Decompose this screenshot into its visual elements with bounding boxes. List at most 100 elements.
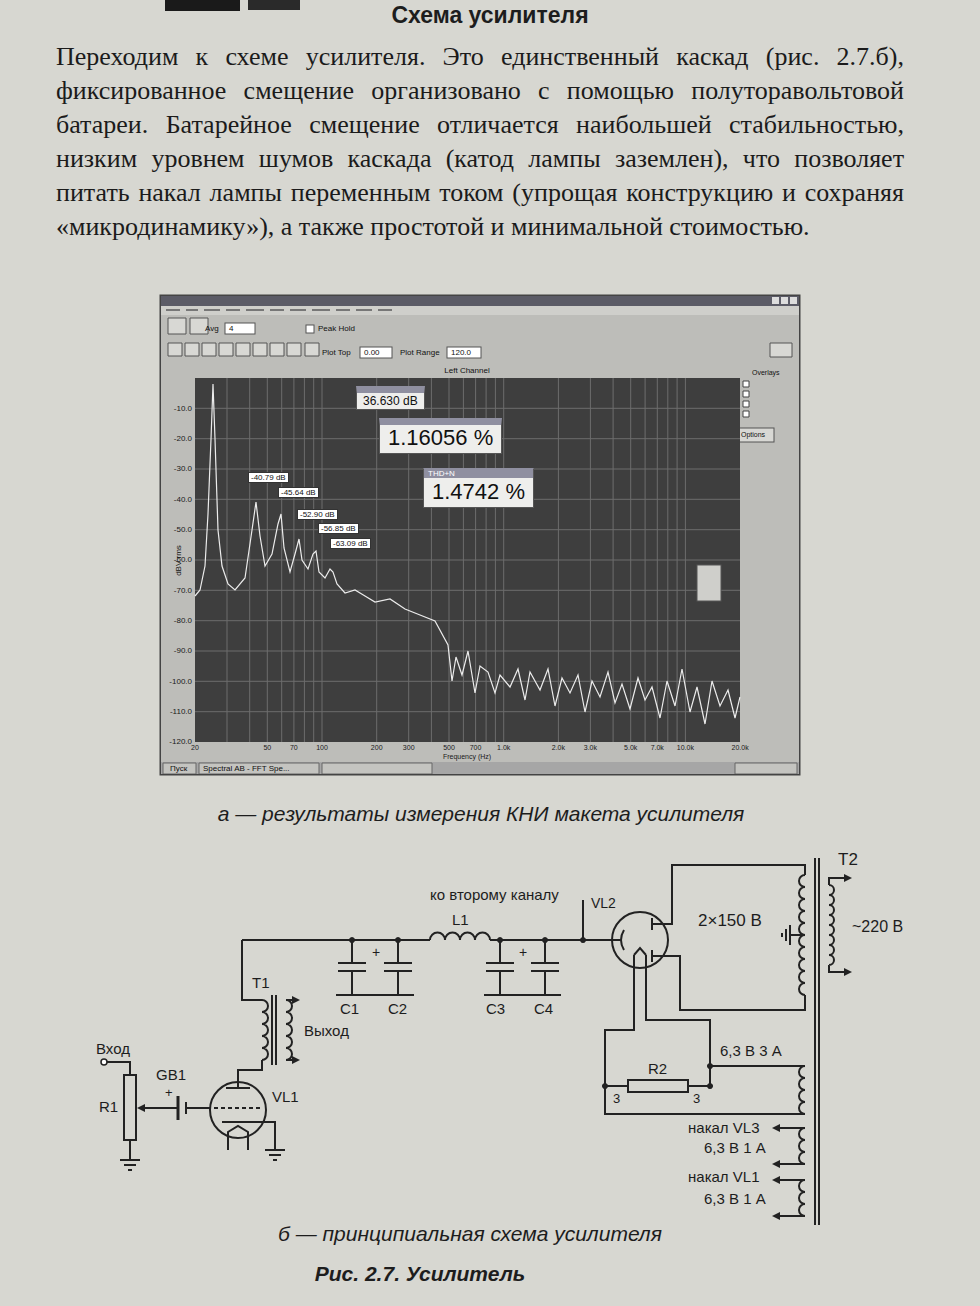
window-buttons [772, 297, 797, 304]
analyzer-text: 20 [191, 744, 199, 751]
analyzer-text: Left Channel [444, 366, 489, 375]
analyzer-text: -40.79 dB [248, 472, 289, 483]
schematic-label: R2 [648, 1060, 667, 1077]
schematic-label: VL2 [591, 895, 616, 911]
toolbar-icons [168, 318, 792, 357]
tube-grid [214, 1107, 262, 1109]
analyzer-text: -45.64 dB [278, 487, 319, 498]
schematic-label: GB1 [156, 1066, 186, 1083]
figure-caption: Рис. 2.7. Усилитель [315, 1262, 525, 1286]
menu-items [166, 309, 392, 311]
analyzer-text: -110.0 [170, 707, 192, 716]
wire [242, 900, 612, 1000]
taskbar [160, 762, 800, 775]
schematic-label: R1 [99, 1098, 118, 1115]
schematic-marks [101, 874, 852, 1220]
schematic-label: C3 [486, 1000, 505, 1017]
analyzer-text: -40.0 [174, 495, 192, 504]
junction-dot [349, 937, 713, 1089]
schematic-label: T1 [252, 974, 270, 991]
taskbar-buttons [163, 763, 797, 774]
dark-blot [248, 0, 300, 10]
analyzer-text: -20.0 [174, 434, 192, 443]
readout-value: 1.16056 % [388, 425, 493, 451]
analyzer-text: 50 [263, 744, 271, 751]
analyzer-text: -56.85 dB [318, 523, 359, 534]
schematic-label: T2 [838, 850, 858, 870]
readout-title: THD+N [424, 469, 533, 478]
analyzer-text: -63.09 dB [330, 538, 371, 549]
analyzer-text: -52.90 dB [297, 509, 338, 520]
analyzer-text: 7.0k [651, 744, 664, 751]
schematic-label: VL1 [272, 1088, 299, 1105]
readout-box: THD+N1.4742 % [423, 468, 534, 508]
readout-box: 1.16056 % [379, 418, 502, 454]
capacitor-symbol [336, 940, 561, 995]
readout-value: 36.630 dB [363, 394, 418, 408]
schematic-label: Выход [304, 1022, 349, 1039]
schematic-label: 3 [613, 1091, 620, 1106]
analyzer-text: 70 [290, 744, 298, 751]
analyzer-text: 0.00 [364, 348, 380, 357]
figure-caption: а — результаты измерения КНИ макета усил… [161, 802, 801, 826]
dark-blot [165, 0, 240, 11]
analyzer-text: 10.0k [677, 744, 694, 751]
small-dialog [697, 565, 721, 601]
menu-bar [160, 306, 800, 315]
options-button [738, 428, 774, 442]
analyzer-text: 100 [316, 744, 328, 751]
analyzer-text: 1.0k [497, 744, 510, 751]
readout-box: 36.630 dB [356, 386, 425, 410]
analyzer-text: Options [741, 431, 765, 438]
analyzer-window [160, 295, 800, 775]
schematic-label: + [372, 944, 380, 960]
analyzer-text: Пуск [170, 764, 187, 773]
analyzer-text: -70.0 [174, 586, 192, 595]
input-terminal [101, 1059, 107, 1065]
schematic-label: C4 [534, 1000, 553, 1017]
analyzer-text: Peak Hold [318, 324, 355, 333]
plot-area [195, 378, 740, 742]
avg-field [225, 323, 255, 334]
analyzer-text: 300 [403, 744, 415, 751]
inductor-symbol [430, 933, 490, 940]
wire [605, 865, 805, 1114]
analyzer-text: 4 [229, 324, 233, 333]
body-paragraph: Переходим к схеме усилителя. Это единств… [56, 40, 904, 244]
analyzer-text: Plot Range [400, 348, 440, 357]
transformer-winding [782, 875, 805, 995]
analyzer-text: 2.0k [552, 744, 565, 751]
tube-symbol [612, 912, 668, 968]
schematic [106, 858, 846, 1225]
analyzer-text: 3.0k [584, 744, 597, 751]
schematic-label: 6,3 В 1 А [704, 1139, 766, 1156]
heater-winding [778, 1066, 805, 1216]
analyzer-text: Plot Top [322, 348, 351, 357]
title-bar [160, 295, 800, 306]
battery-symbol [177, 1096, 180, 1120]
analyzer-text: Avg [205, 324, 219, 333]
schematic-label: ~220 В [852, 918, 903, 936]
schematic-label: 6,3 В 1 А [704, 1190, 766, 1207]
arrowhead [137, 874, 852, 1220]
analyzer-text: Spectral AB - FFT Spe... [203, 764, 290, 773]
overlay-checkboxes [743, 381, 749, 417]
analyzer-text: -60.0 [174, 555, 192, 564]
resistor-symbol [628, 1080, 688, 1092]
analyzer-text: Overlays [752, 369, 780, 376]
analyzer-text: Frequency (Hz) [443, 753, 491, 760]
tube-electrodes [145, 1088, 275, 1150]
analyzer-text: 200 [371, 744, 383, 751]
analyzer-text: 500 [443, 744, 455, 751]
schematic-label: C2 [388, 1000, 407, 1017]
schematic-label: 6,3 В 3 А [720, 1042, 782, 1059]
plot-range-field [447, 347, 481, 358]
schematic-label: накал VL3 [688, 1119, 759, 1136]
analyzer-text: 5.0k [624, 744, 637, 751]
analyzer-text: 120.0 [451, 348, 471, 357]
schematic-label: Вход [96, 1040, 130, 1057]
photo-edge [165, 0, 300, 11]
schematic-label: 2×150 В [698, 911, 762, 931]
schematic-label: C1 [340, 1000, 359, 1017]
window-frame [160, 295, 800, 775]
